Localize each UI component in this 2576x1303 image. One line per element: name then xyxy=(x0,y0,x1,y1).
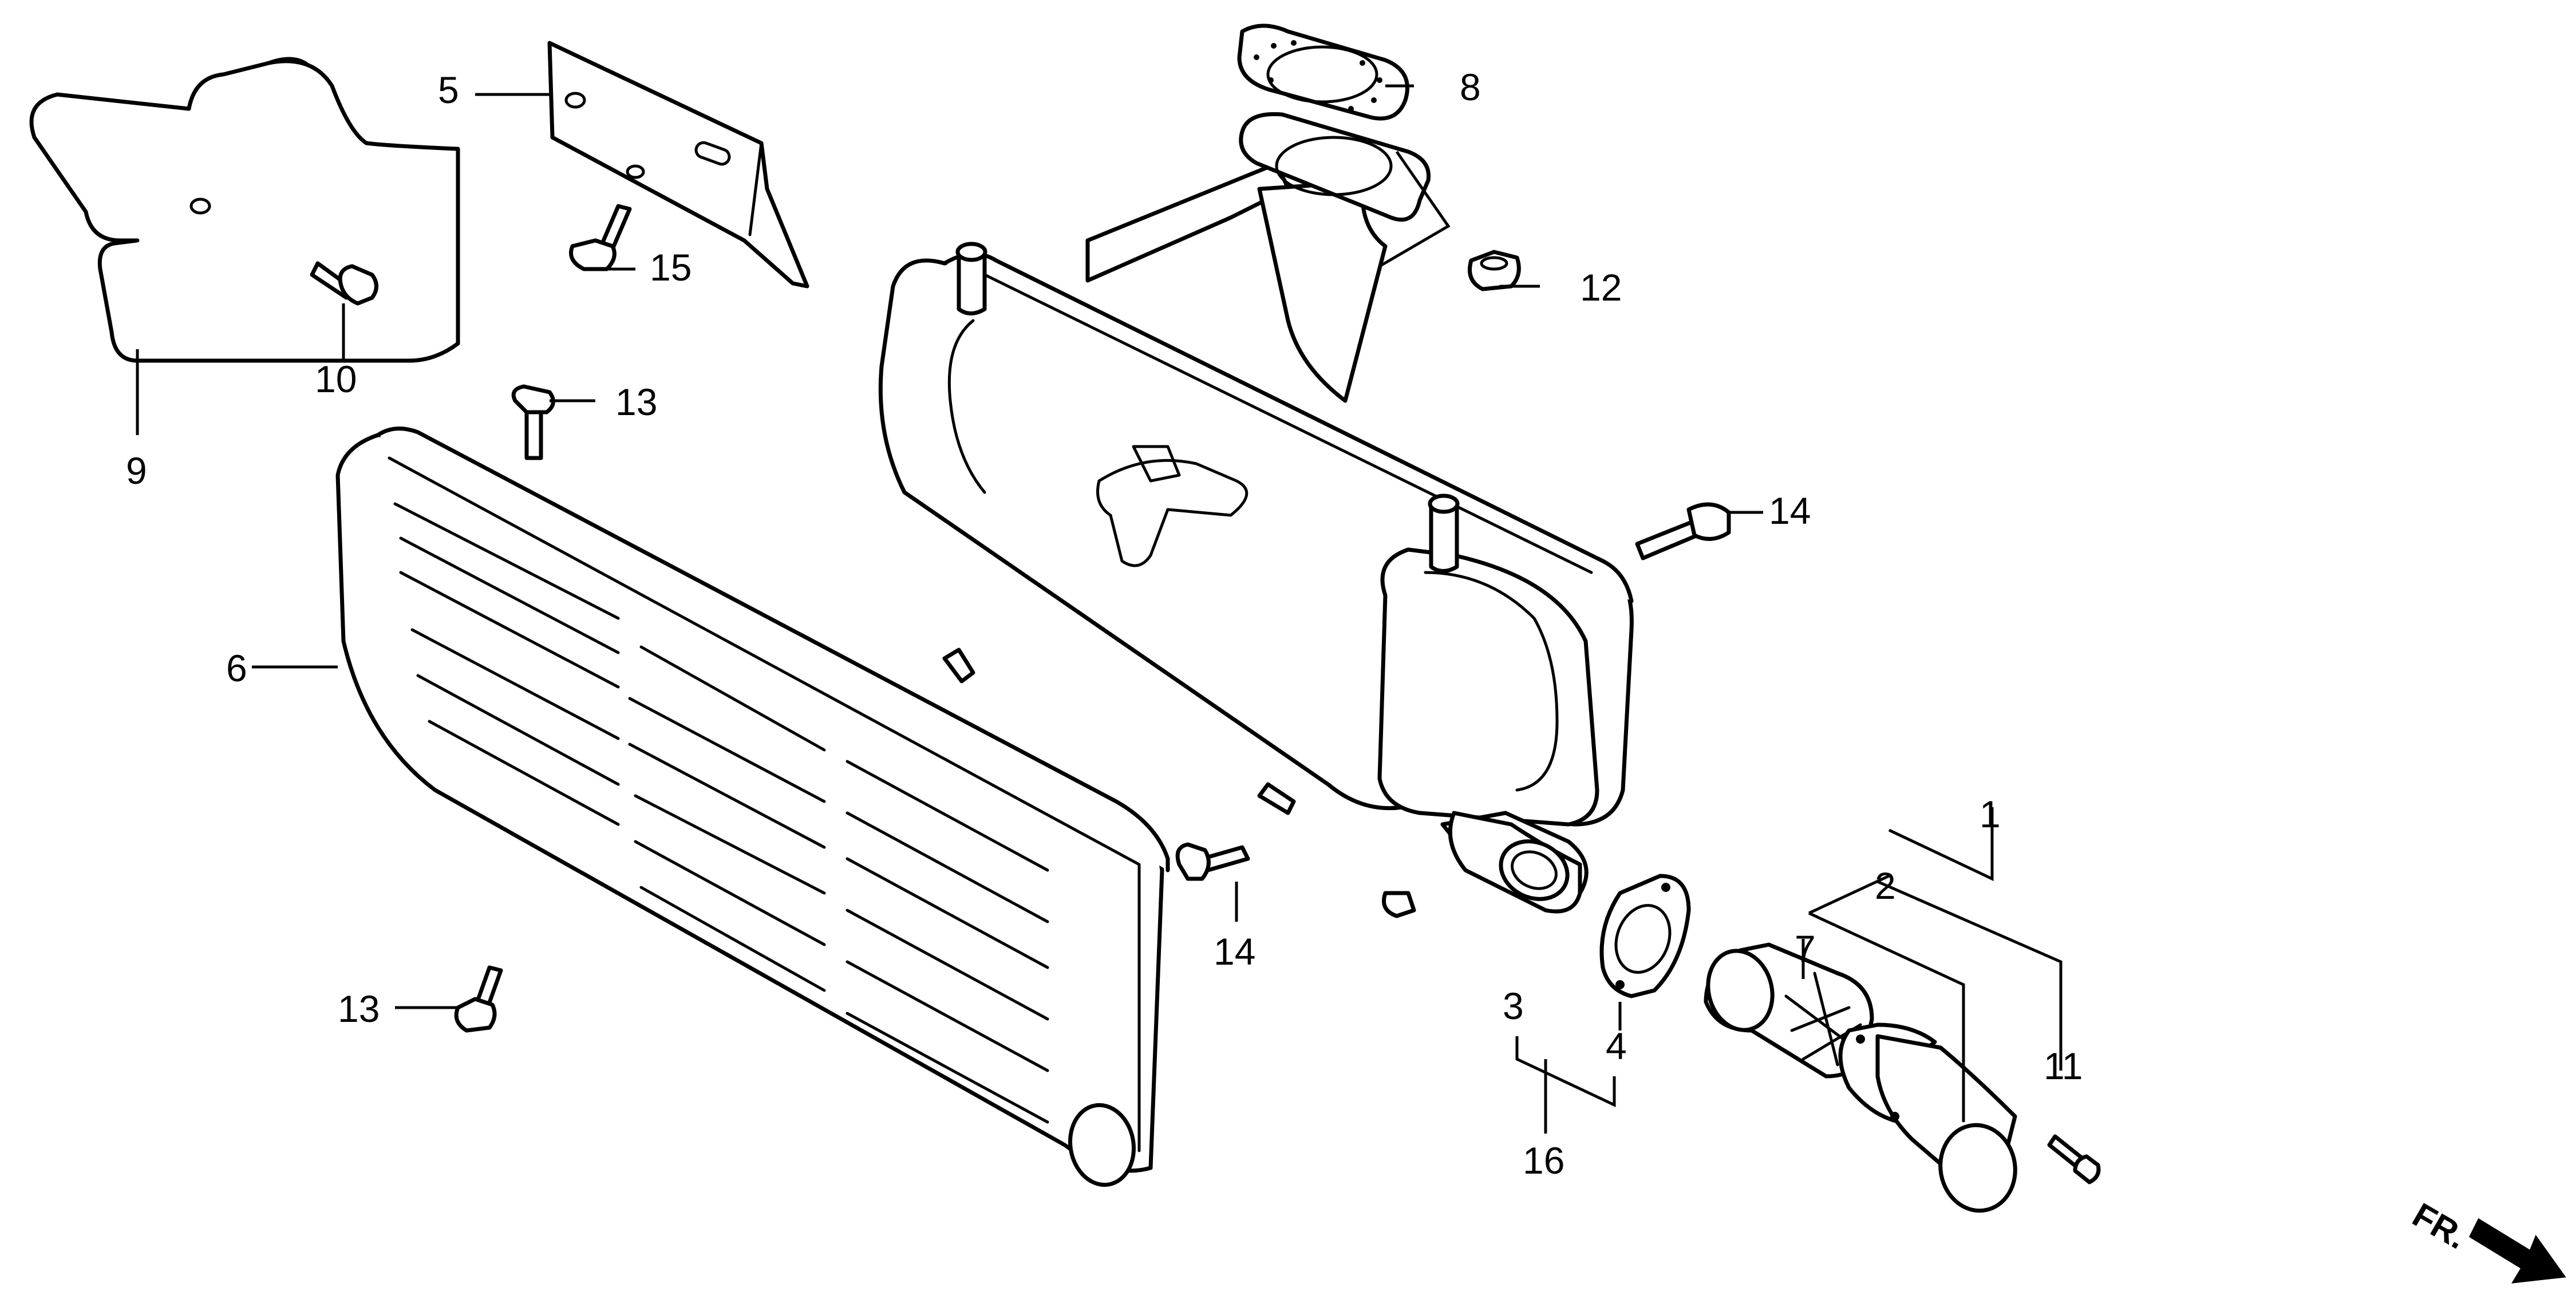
exhaust-gasket xyxy=(1237,23,1409,121)
callout-10: 10 xyxy=(315,358,357,400)
muffler-protector xyxy=(335,427,1170,1187)
screw-11 xyxy=(2047,1134,2101,1184)
callout-7: 7 xyxy=(1795,927,1816,970)
bolt-14-lower xyxy=(1175,842,1250,881)
tail-gasket xyxy=(1599,874,1691,998)
callout-11: 11 xyxy=(2044,1045,2083,1087)
callout-15: 15 xyxy=(650,246,692,289)
callout-6: 6 xyxy=(226,647,247,689)
callout-1: 1 xyxy=(1980,793,2001,835)
callout-labels: 1 2 3 4 5 6 7 8 9 10 11 12 13 13 14 14 1… xyxy=(126,66,2083,1182)
leader-lines xyxy=(136,84,2063,1134)
bolt-14-right xyxy=(1635,502,1731,560)
bolt-10 xyxy=(310,261,378,306)
muffler xyxy=(878,112,1634,918)
tail-pipe xyxy=(1838,1022,2017,1213)
arrow-icon xyxy=(2469,1218,2566,1284)
callout-9: 9 xyxy=(126,449,147,492)
callout-13-upper: 13 xyxy=(615,381,657,423)
callout-3: 3 xyxy=(1503,985,1524,1027)
bolt-15 xyxy=(569,204,632,271)
bracket xyxy=(547,41,809,289)
callout-2: 2 xyxy=(1875,864,1896,907)
callout-5: 5 xyxy=(438,69,459,111)
direction-label: FR. xyxy=(2407,1195,2474,1256)
bolt-13-upper xyxy=(511,384,555,460)
callout-4: 4 xyxy=(1606,1025,1627,1067)
callout-12: 12 xyxy=(1580,266,1622,309)
front-direction-indicator: FR. xyxy=(2407,1195,2566,1284)
callout-14-right: 14 xyxy=(1769,489,1811,532)
callout-16: 16 xyxy=(1523,1139,1564,1182)
callout-14-lower: 14 xyxy=(1214,930,1255,973)
heat-shield-plate xyxy=(29,57,460,363)
bolt-13-lower xyxy=(454,965,503,1033)
callout-8: 8 xyxy=(1460,66,1481,108)
callout-13-lower: 13 xyxy=(338,988,380,1030)
nut-12 xyxy=(1468,250,1521,291)
